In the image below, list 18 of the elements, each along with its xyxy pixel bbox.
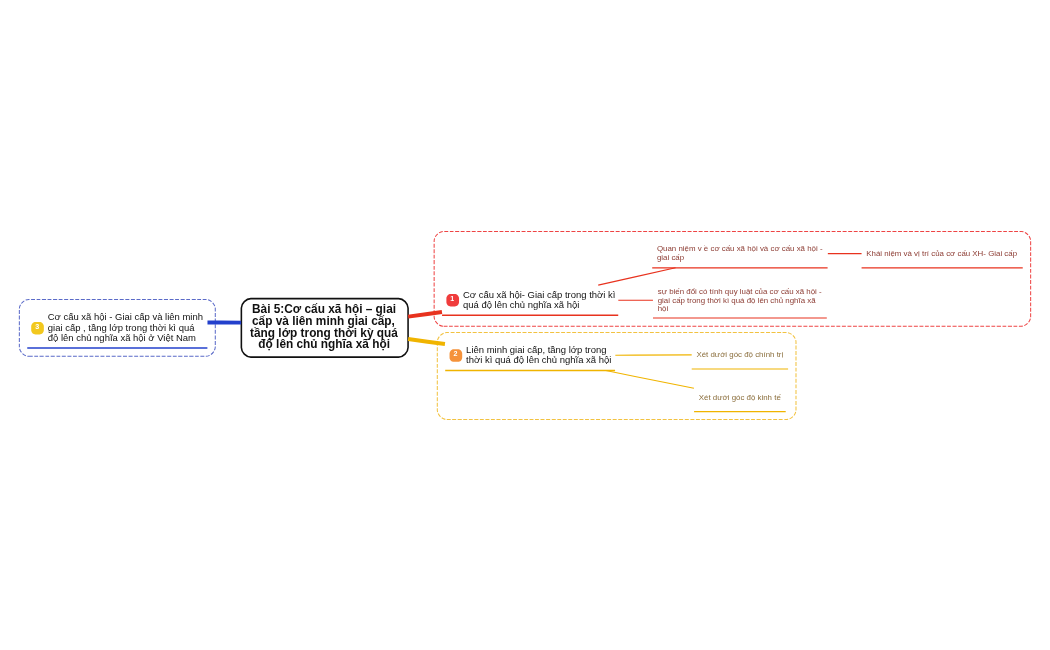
cluster: [436, 331, 797, 420]
connector: [207, 320, 242, 325]
connector: [614, 353, 693, 356]
node-text: sự biến đổi có tính quy luật của cơ cấu xã hội - giai cấp trong thời kì quá độ lên chủ nghĩa xã hội: [657, 286, 822, 313]
node-text: Quan niệm v ề cơ cấu xã hội và cơ cấu xã hội - giai cấp: [656, 243, 823, 262]
connector: [605, 369, 695, 389]
node-text: Xét dưới góc độ chính trị: [696, 349, 784, 359]
node-box: Bài 5:Cơ cấu xã hội – giai cấp và liên minh giai cấp, tầng lớp trong thời kỳ quá độ lên chủ nghĩa xã hội: [240, 297, 409, 358]
connector: [407, 336, 446, 346]
cluster: [18, 298, 216, 357]
node-text: Khái niệm và vị trí của cơ cấu XH- Giai cấp: [866, 248, 1018, 258]
node-text: Xét dưới góc độ kinh tế: [698, 392, 781, 402]
connector: [407, 309, 443, 319]
connector: [617, 299, 654, 301]
cluster: [433, 230, 1032, 327]
connector: [597, 266, 677, 286]
connector: [827, 252, 863, 254]
node-label: Cơ cấu xã hội - Giai cấp và liên minh: [47, 310, 203, 322]
